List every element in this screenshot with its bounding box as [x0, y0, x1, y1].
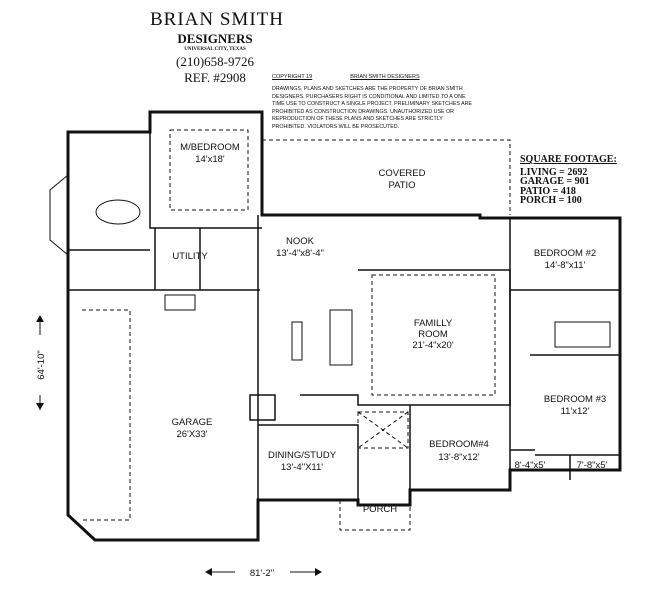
- room-bed3-size: 11'x12': [561, 406, 590, 417]
- room-nook-name: NOOK: [286, 236, 315, 247]
- room-bath-a-size: 8'-4"x5': [515, 460, 546, 471]
- plan-reference: REF. #2908: [184, 70, 246, 85]
- sqft-living: LIVING = 2692: [520, 166, 588, 178]
- bathtub-icon: [95, 199, 141, 225]
- room-bed4-size: 13'-8"x12': [438, 452, 480, 463]
- dashed-outlines: [82, 129, 511, 531]
- washer-dryer-icon: [164, 294, 196, 311]
- room-bed2-size: 14'-8"x11': [545, 260, 586, 271]
- room-bed3-name: BEDROOM #3: [544, 394, 606, 405]
- room-dining-name: DINING/STUDY: [268, 450, 337, 461]
- room-nook-size: 13'-4"x8'-4": [276, 248, 324, 259]
- sqft-garage: GARAGE = 901: [520, 176, 590, 187]
- dimension-depth: 64'-10": [36, 315, 47, 410]
- copyright-notice: DRAWINGS, PLANS AND SKETCHES ARE THE PRO…: [272, 86, 472, 130]
- room-porch-name: PORCH: [363, 504, 397, 515]
- sqft-patio: PATIO = 418: [520, 185, 576, 197]
- room-patio-name2: PATIO: [388, 180, 415, 191]
- room-patio-name: COVERED: [379, 168, 426, 179]
- firm-subtitle: DESIGNERS: [177, 31, 253, 46]
- room-master-name: M/BEDROOM: [180, 142, 240, 153]
- room-family-name2: ROOM: [418, 329, 448, 340]
- room-garage-name: GARAGE: [172, 417, 213, 428]
- room-garage-size: 26'X33': [176, 429, 207, 440]
- kitchen-island-icon: [291, 321, 303, 361]
- firm-location: UNIVERSAL CITY, TEXAS: [184, 47, 246, 52]
- square-footage-table: SQUARE FOOTAGE: LIVING = 2692 GARAGE = 9…: [520, 155, 617, 206]
- dimension-width: 81'-2": [205, 568, 322, 579]
- sqft-porch: PORCH = 100: [520, 195, 582, 206]
- copyright-year: COPYRIGHT 19: [272, 74, 313, 80]
- firm-phone: (210)658-9726: [176, 54, 254, 69]
- dimension-depth-label: 64'-10": [36, 350, 47, 379]
- bay-window-icon: [49, 174, 69, 256]
- room-family-size: 21'-4"x20': [412, 340, 454, 351]
- room-labels: M/BEDROOM 14'x18' COVERED PATIO NOOK 13'…: [172, 142, 608, 515]
- square-footage-title: SQUARE FOOTAGE:: [520, 154, 617, 165]
- room-bed2-name: BEDROOM #2: [534, 248, 596, 259]
- interior-walls: [68, 112, 620, 500]
- copyright-line: COPYRIGHT 19 BRIAN SMITH DESIGNERS: [272, 74, 458, 81]
- fixtures: [49, 174, 611, 366]
- bed2-bath-tub-icon: [554, 321, 611, 348]
- exterior-walls: [66, 110, 622, 542]
- room-bath-b-size: 7'-8"x5': [577, 460, 608, 471]
- firm-name: BRIAN SMITH: [150, 9, 284, 30]
- copyright-owner: BRIAN SMITH DESIGNERS: [350, 74, 420, 80]
- room-bed4-name: BEDROOM#4: [429, 439, 489, 450]
- room-dining-size: 13'-4"X11': [281, 462, 323, 473]
- room-family-name: FAMILLY: [414, 318, 453, 329]
- kitchen-counter-icon: [329, 309, 353, 366]
- room-master-size: 14'x18': [195, 154, 225, 165]
- room-utility-name: UTILITY: [172, 251, 208, 262]
- dimension-width-label: 81'-2": [250, 568, 274, 579]
